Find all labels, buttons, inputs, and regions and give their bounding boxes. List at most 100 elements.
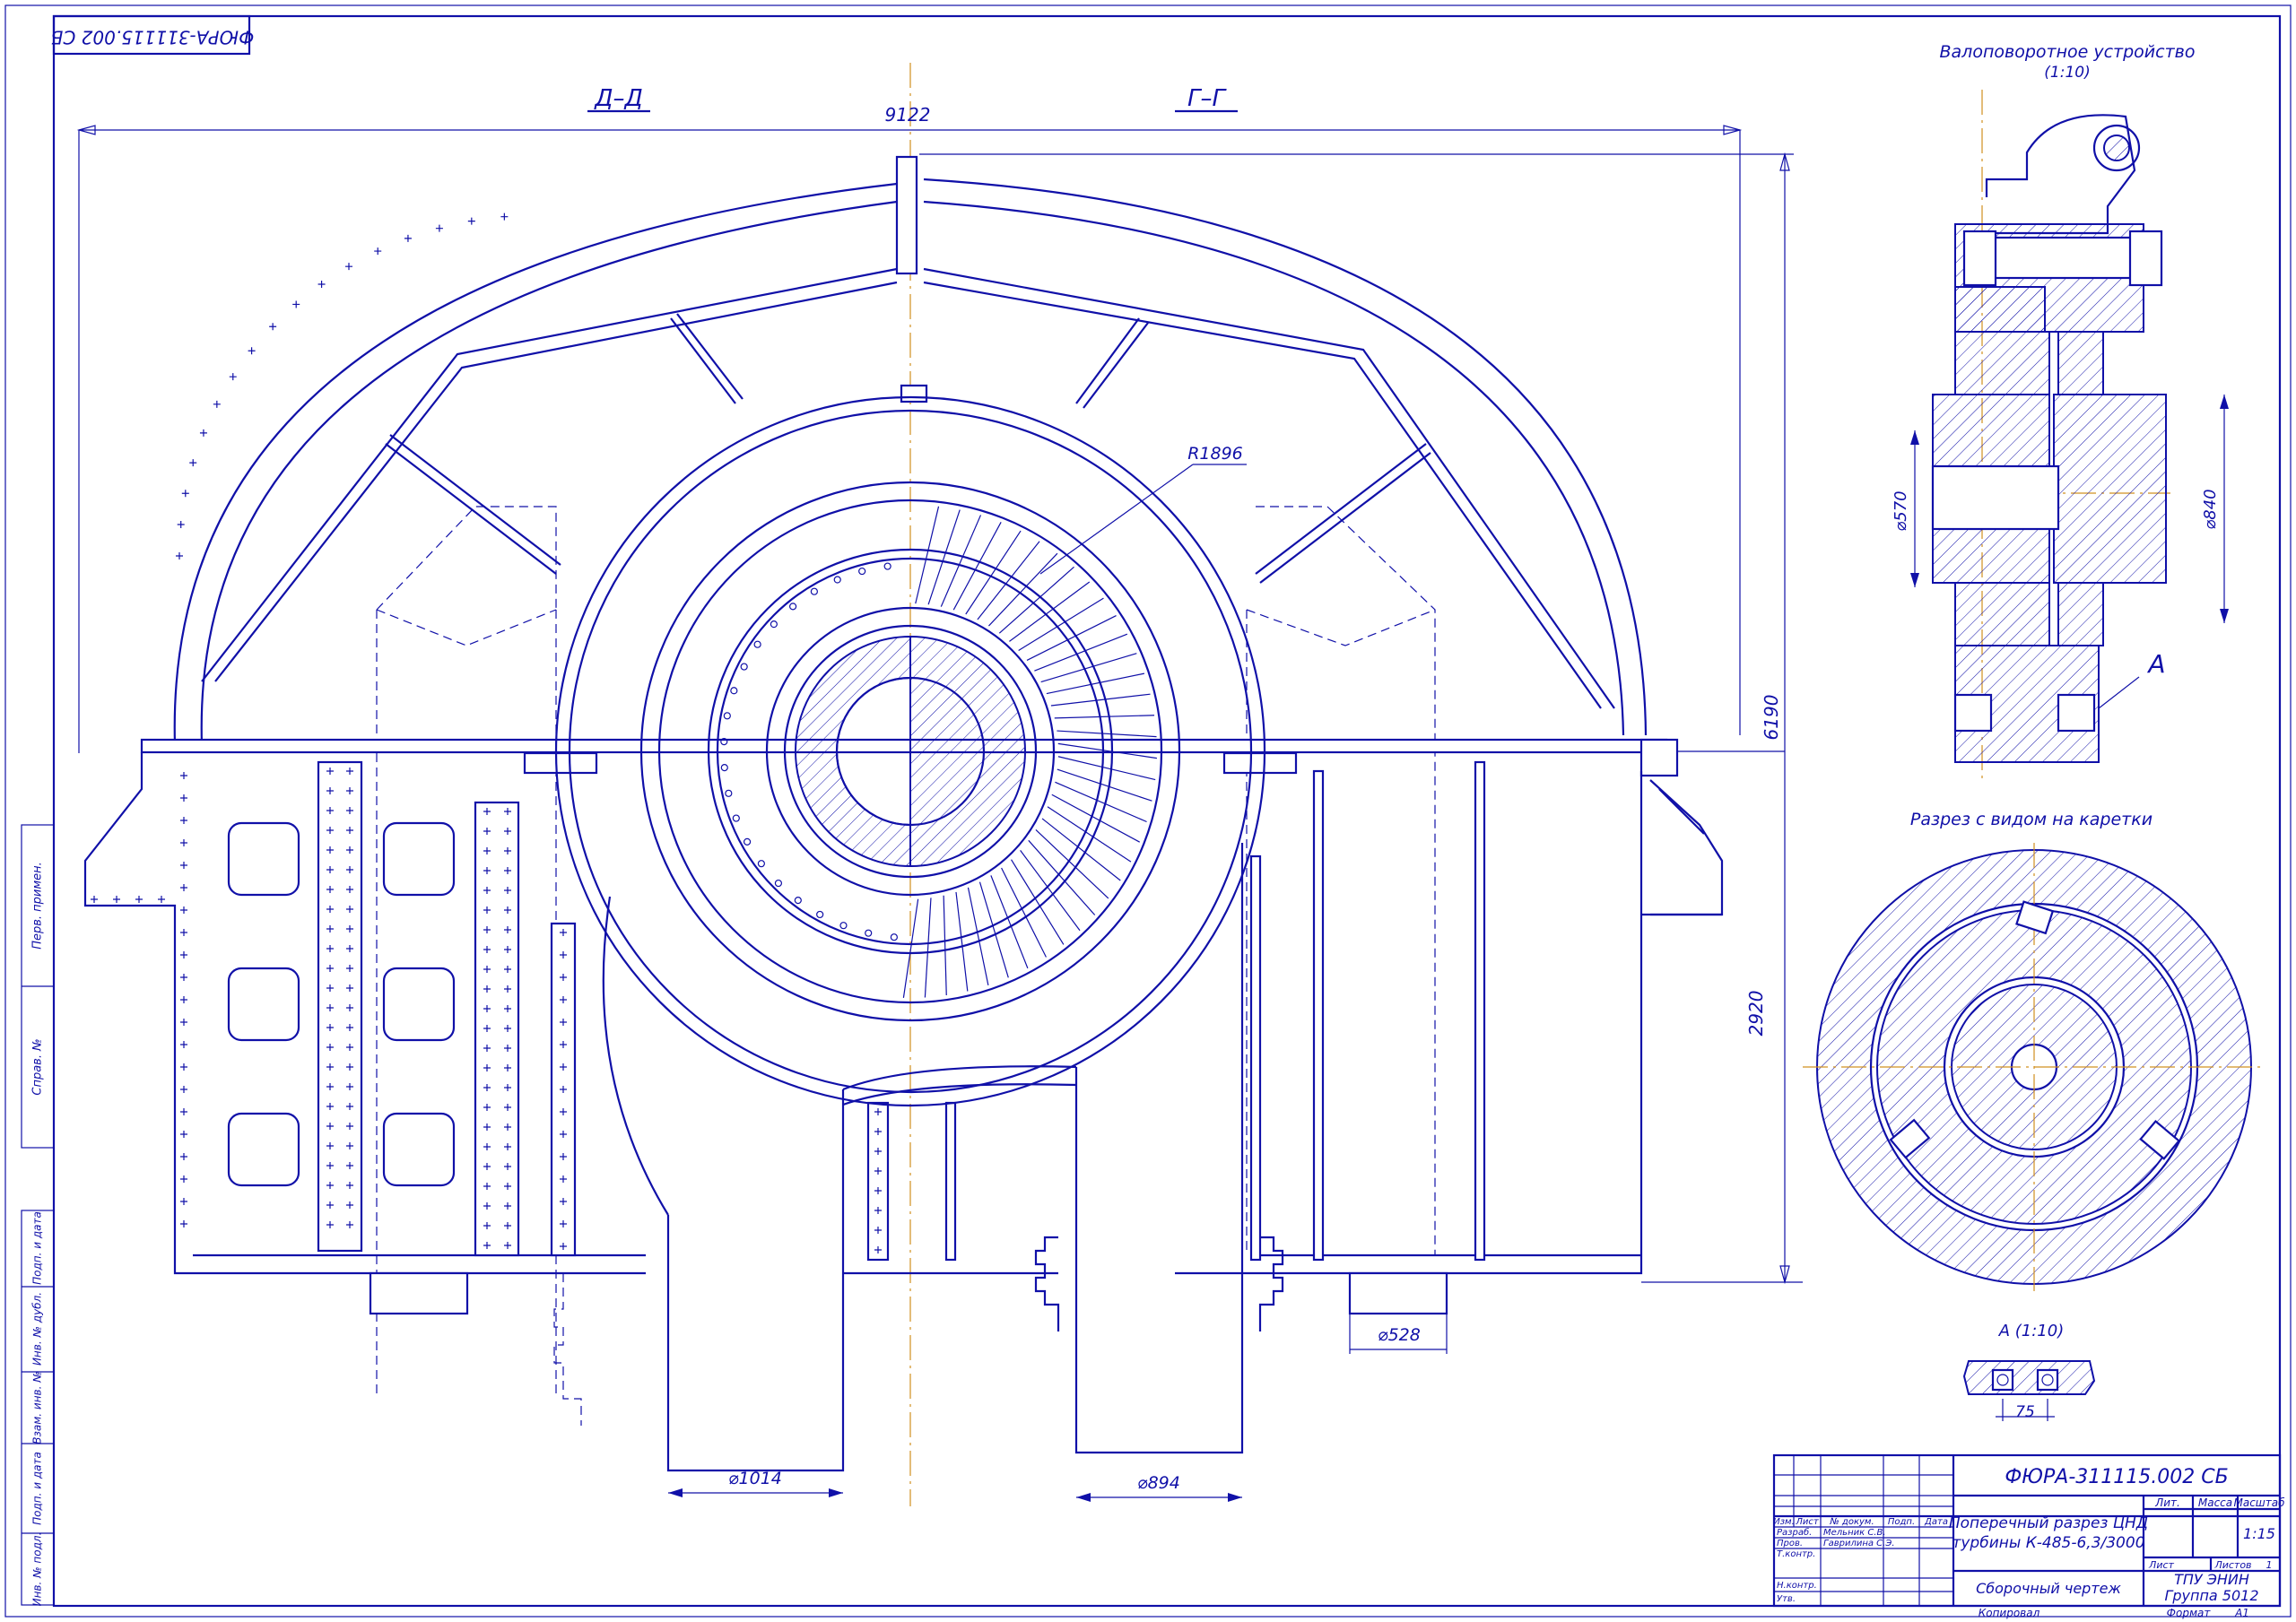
rivet-mark xyxy=(158,896,165,903)
section-label-right: Г–Г xyxy=(1187,85,1227,112)
bolt-ring xyxy=(720,562,898,941)
rivet-mark xyxy=(467,217,475,225)
rivet-mark xyxy=(180,1019,187,1026)
detail-a-view: А (1:10) 75 xyxy=(1962,1322,2096,1421)
title-name-1: Поперечный разрез ЦНД xyxy=(1949,1514,2148,1532)
rivet-mark xyxy=(483,1084,491,1091)
dim-radius: R1896 xyxy=(1187,444,1243,464)
rivet-mark xyxy=(504,847,511,854)
carriage-rollers xyxy=(1889,900,2181,1160)
carriage-section-view: Разрез с видом на каретки xyxy=(1803,810,2265,1291)
rivet-mark xyxy=(504,1143,511,1150)
inner-frame xyxy=(52,14,2282,1608)
svg-text:Н.контр.: Н.контр. xyxy=(1777,1581,1817,1591)
blade xyxy=(1041,818,1121,881)
rivet-mark xyxy=(504,1242,511,1249)
rivet-mark xyxy=(874,1207,882,1214)
turning-device-view: Валоповоротное устройство (1:10) ⌀570 ⌀8… xyxy=(1892,42,2229,780)
svg-text:Утв.: Утв. xyxy=(1777,1594,1796,1604)
svg-text:Изм.: Изм. xyxy=(1773,1517,1795,1527)
rivet-mark xyxy=(504,1202,511,1210)
bolt-hole xyxy=(740,663,748,671)
rivet-mark xyxy=(326,1123,334,1130)
rivet-mark xyxy=(326,1142,334,1149)
rivet-mark xyxy=(248,347,256,355)
rivet-mark xyxy=(326,1004,334,1011)
rivet-mark xyxy=(560,1019,567,1026)
rivet-mark xyxy=(326,1162,334,1169)
blade xyxy=(1011,859,1065,945)
rivet-mark xyxy=(874,1227,882,1234)
dim-pipe-left: ⌀1014 xyxy=(728,1469,782,1488)
rivet-mark xyxy=(326,827,334,834)
blade xyxy=(1035,829,1109,899)
top-stamp-text: ФЮРА-311115.002 СБ xyxy=(51,27,255,48)
turbine-blades xyxy=(902,506,1157,998)
rivet-mark xyxy=(483,966,491,973)
blade xyxy=(955,891,969,992)
rivet-mark xyxy=(874,1128,882,1135)
bolt-hole xyxy=(858,567,866,576)
svg-text:Подп.: Подп. xyxy=(1888,1517,1915,1527)
bolt-hole xyxy=(753,640,761,648)
rivet-mark xyxy=(326,1103,334,1110)
blade xyxy=(1001,867,1047,958)
rivet-mark xyxy=(504,1084,511,1091)
bolt-hole xyxy=(794,897,802,905)
bolt-hole xyxy=(730,687,738,695)
rivet-mark xyxy=(326,1201,334,1209)
bolt-hole xyxy=(789,603,797,611)
bolt-hole xyxy=(723,712,731,720)
rivet-mark xyxy=(177,520,185,528)
blade xyxy=(915,506,940,604)
rivet-mark xyxy=(180,817,187,824)
blade xyxy=(1028,839,1096,915)
rivet-mark xyxy=(346,906,353,913)
bolt-hole xyxy=(890,933,898,941)
svg-text:Подп. и дата: Подп. и дата xyxy=(31,1452,44,1525)
rivet-mark xyxy=(326,846,334,854)
rivet-mark xyxy=(346,846,353,854)
rivet-mark xyxy=(504,926,511,933)
rivet-mark xyxy=(404,234,412,242)
rivet-mark xyxy=(435,224,443,232)
bolt-hole xyxy=(720,738,728,746)
rivet-mark xyxy=(560,1243,567,1250)
rivet-mark xyxy=(180,1086,187,1093)
rivet-mark xyxy=(560,929,567,936)
rivet-mark xyxy=(326,1024,334,1031)
blade xyxy=(1020,850,1081,932)
rivet-mark xyxy=(180,1153,187,1160)
rivet-mark xyxy=(113,896,120,903)
rivet-mark xyxy=(326,965,334,972)
rivet-mark xyxy=(180,884,187,891)
rivet-mark xyxy=(180,794,187,802)
rivet-mark xyxy=(504,1104,511,1111)
rivet-mark xyxy=(180,929,187,936)
detail-a-title: А (1:10) xyxy=(1998,1322,2065,1340)
detail-callout: А xyxy=(2146,649,2165,679)
svg-text:Масса: Масса xyxy=(2198,1496,2232,1509)
rivet-mark xyxy=(346,945,353,952)
rivet-mark xyxy=(346,1221,353,1228)
bolt-hole xyxy=(720,764,728,772)
blade xyxy=(1026,615,1117,661)
rivet-mark xyxy=(346,925,353,932)
rivet-mark xyxy=(560,1063,567,1071)
rivet-mark xyxy=(180,951,187,958)
rivet-mark xyxy=(504,1005,511,1012)
rivet-mark xyxy=(560,1131,567,1138)
rivet-mark xyxy=(483,1143,491,1150)
rivet-mark xyxy=(346,1182,353,1189)
rivet-mark xyxy=(504,1025,511,1032)
rivet-mark xyxy=(346,866,353,873)
outer-frame xyxy=(4,4,2292,1618)
rivet-mark xyxy=(326,1044,334,1051)
title-name-2: турбины К-485-6,3/3000 xyxy=(1952,1534,2144,1552)
rivet-mark xyxy=(374,247,382,256)
bolt-hole xyxy=(839,922,848,930)
svg-text:А1: А1 xyxy=(2234,1607,2249,1619)
rivet-mark xyxy=(483,1123,491,1131)
rivet-mark xyxy=(269,323,277,331)
rivet-mark xyxy=(504,1064,511,1071)
